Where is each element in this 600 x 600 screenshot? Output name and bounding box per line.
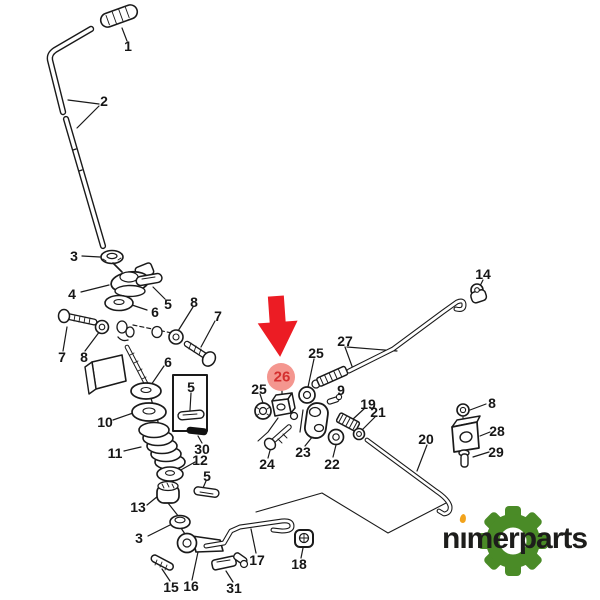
red-arrow-icon <box>257 295 298 357</box>
part-label-5: 5 <box>187 379 195 395</box>
part-spring-11 <box>138 421 186 471</box>
part-label-13: 13 <box>130 499 146 515</box>
part-label-6: 6 <box>164 354 172 370</box>
part-washer-6a <box>104 294 134 312</box>
part-cable-ferrule <box>311 365 349 389</box>
part-bracket-23 <box>299 402 329 439</box>
part-label-25: 25 <box>308 345 324 361</box>
part-clip-5c <box>193 486 220 498</box>
part-label-1: 1 <box>124 38 132 54</box>
part-label-24: 24 <box>259 456 275 472</box>
part-washer-6b <box>130 382 162 400</box>
part-washer-8a <box>168 329 184 345</box>
part-bolt-7a <box>183 340 217 367</box>
part-rod-27 <box>346 298 467 374</box>
part-label-8: 8 <box>80 349 88 365</box>
part-label-18: 18 <box>291 556 307 572</box>
gear-icon <box>478 506 548 576</box>
part-label-22: 22 <box>324 456 340 472</box>
part-label-26: 26 <box>273 368 291 386</box>
part-clamp-14 <box>470 283 488 304</box>
part-washer-3a <box>100 249 124 265</box>
floor-context-line <box>255 492 449 534</box>
part-label-6: 6 <box>151 304 159 320</box>
part-bracket-plate <box>84 354 127 395</box>
part-label-7: 7 <box>214 308 222 324</box>
part-label-8: 8 <box>488 395 496 411</box>
highlight-circle <box>267 363 295 391</box>
part-label-9: 9 <box>337 382 345 398</box>
part-clip-18 <box>294 529 314 548</box>
part-rod-20 <box>364 437 453 517</box>
part-label-5: 5 <box>164 296 172 312</box>
part-pivot-4 <box>110 262 155 298</box>
part-block-26 <box>257 392 299 442</box>
part-label-17: 17 <box>249 552 265 568</box>
part-bolt-7b <box>57 308 98 326</box>
part-label-29: 29 <box>488 444 504 460</box>
part-label-11: 11 <box>107 445 123 461</box>
part-label-30: 30 <box>194 441 210 457</box>
part-gate-cluster <box>116 320 163 342</box>
part-washer-22 <box>327 428 345 446</box>
part-rod-17 <box>203 518 295 549</box>
part-label-20: 20 <box>418 431 434 447</box>
part-lever-upper-2 <box>46 25 95 116</box>
part-grommet-25a <box>254 402 272 420</box>
part-label-7: 7 <box>58 349 66 365</box>
part-label-12: 12 <box>192 452 208 468</box>
part-label-31: 31 <box>226 580 242 596</box>
part-label-25: 25 <box>251 381 267 397</box>
part-screw-9 <box>326 393 343 405</box>
part-label-4: 4 <box>68 286 76 302</box>
part-label-21: 21 <box>370 404 386 420</box>
part-spring-19 <box>335 412 361 432</box>
part-grommet-25b <box>298 386 316 404</box>
part-lever-lower-2 <box>62 115 107 250</box>
highlight-group <box>257 295 298 391</box>
part-label-3: 3 <box>135 530 143 546</box>
part-label-19: 19 <box>360 396 376 412</box>
part-label-2: 2 <box>100 93 108 109</box>
part-grip-1 <box>99 4 139 28</box>
part-label-23: 23 <box>295 444 311 460</box>
part-pin-15 <box>150 554 174 571</box>
part-washer-8b <box>94 319 110 335</box>
part-label-15: 15 <box>163 579 179 595</box>
part-label-8: 8 <box>190 294 198 310</box>
part-bracket-28 <box>451 415 481 453</box>
part-washer-12 <box>156 466 184 482</box>
part-label-28: 28 <box>489 423 505 439</box>
part-label-27: 27 <box>337 333 353 349</box>
part-label-3: 3 <box>70 248 78 264</box>
part-washer-3b <box>167 502 191 538</box>
leader-lines <box>62 27 491 583</box>
part-clamp-31 <box>211 552 249 571</box>
part-clip-5a <box>135 272 163 287</box>
part-label-16: 16 <box>183 578 199 594</box>
part-nut-21 <box>352 427 366 441</box>
part-label-10: 10 <box>97 414 113 430</box>
part-bolt-24 <box>263 424 292 451</box>
part-pin-30 <box>186 426 208 436</box>
part-label-14: 14 <box>475 266 491 282</box>
part-label-5: 5 <box>203 468 211 484</box>
part-nut-8c <box>456 403 470 424</box>
part-bushing-13 <box>156 480 180 504</box>
part-bolt-29 <box>458 449 470 468</box>
part-washer-10 <box>131 402 167 422</box>
